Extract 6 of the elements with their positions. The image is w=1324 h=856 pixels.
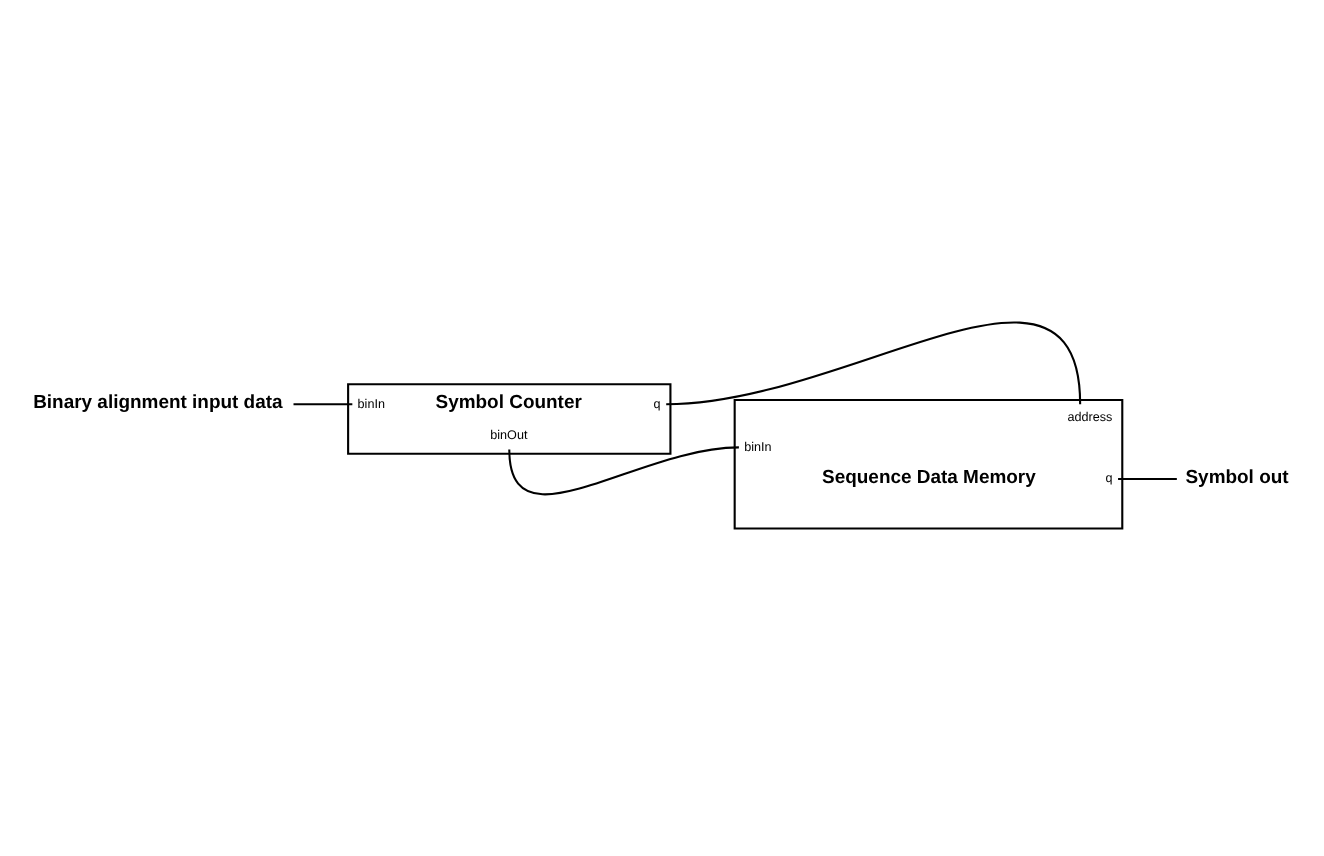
node-text: Symbol out [1185, 466, 1289, 489]
connector [1118, 477, 1177, 481]
connector [666, 321, 1082, 406]
connector [293, 403, 353, 406]
node-text: Binary alignment input data [33, 391, 283, 414]
connector [508, 446, 739, 496]
